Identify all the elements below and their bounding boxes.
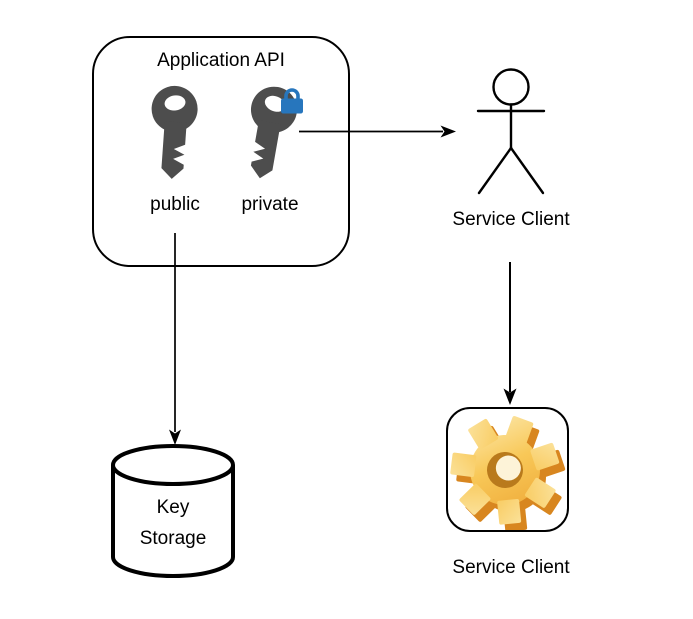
application-api-box <box>92 36 350 267</box>
private-key-label: private <box>241 194 299 215</box>
key-storage-label-line2: Storage <box>139 528 207 549</box>
service-client-actor-label: Service Client <box>452 209 570 230</box>
database-cylinder-icon <box>111 444 235 578</box>
gear-icon <box>450 416 566 530</box>
service-client-box-label: Service Client <box>452 557 570 578</box>
key-storage-label: Key Storage <box>113 492 233 554</box>
arrow-actor-to-servicebox <box>503 262 517 405</box>
public-key-label: public <box>150 194 200 215</box>
stick-figure-icon <box>476 68 546 195</box>
public-key-icon <box>151 85 198 179</box>
key-storage-label-line1: Key <box>156 497 190 518</box>
lock-icon <box>281 88 303 114</box>
service-client-box <box>446 407 569 532</box>
application-api-title: Application API <box>157 50 285 71</box>
